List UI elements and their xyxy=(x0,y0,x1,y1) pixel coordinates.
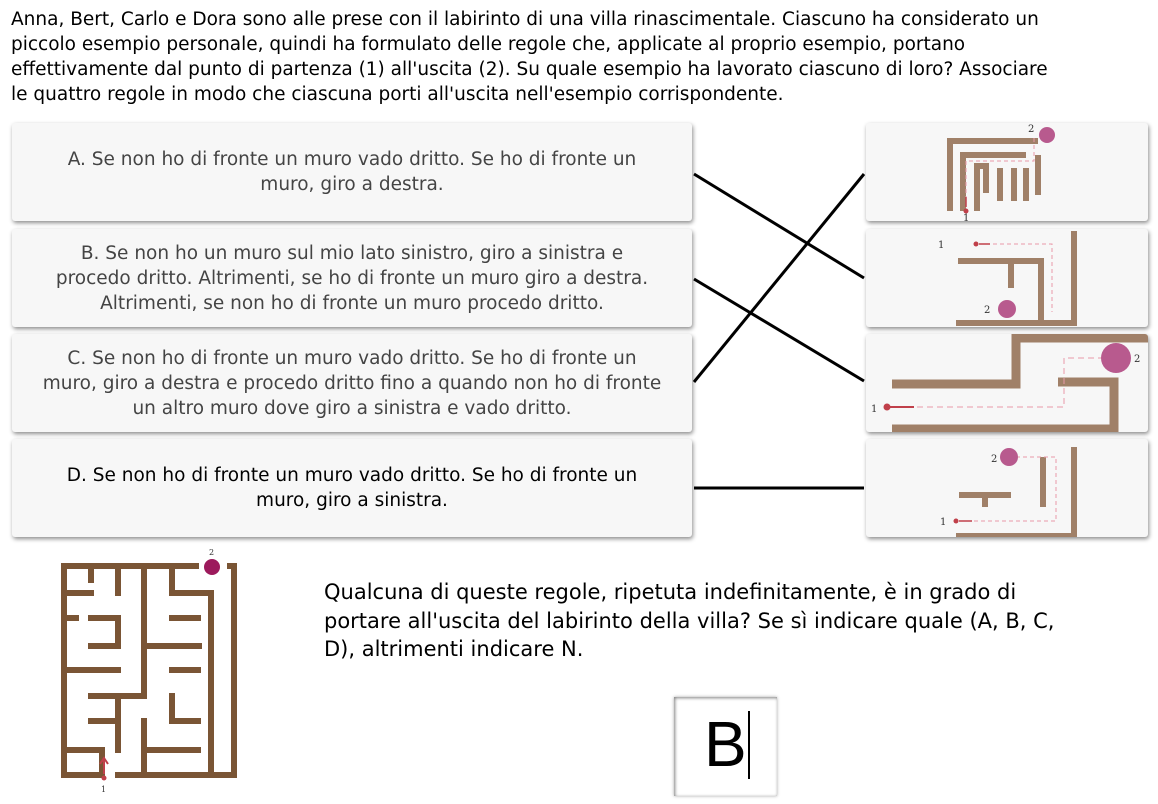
rule-text: muro, giro a sinistra. xyxy=(256,490,448,511)
rule-text: procedo dritto. Altrimenti, se ho di fro… xyxy=(55,267,649,289)
maze-example-3: 1 2 xyxy=(871,334,1148,432)
exit-label: 2 xyxy=(984,305,990,316)
exit-marker xyxy=(1000,448,1018,466)
start-label: 1 xyxy=(938,240,944,251)
answer-input[interactable]: B xyxy=(674,697,777,796)
rule-text: B. Se non ho un muro sul mio lato sinist… xyxy=(80,242,624,264)
exit-label: 2 xyxy=(991,454,997,465)
exit-label: 2 xyxy=(1134,354,1140,365)
intro-line: Anna, Bert, Carlo e Dora sono alle prese… xyxy=(11,9,1039,30)
start-label: 1 xyxy=(871,404,877,415)
connection-line xyxy=(693,277,865,383)
maze-example-4: 2 1 xyxy=(940,447,1077,537)
rule-text: C. Se non ho di fronte un muro vado drit… xyxy=(67,347,637,369)
exit-marker xyxy=(1039,127,1055,143)
rule-card-d[interactable]: D. Se non ho di fronte un muro vado drit… xyxy=(12,439,692,537)
question-line: D), altrimenti indicare N. xyxy=(324,637,584,661)
rule-text: Altrimenti, se non ho di fronte un muro … xyxy=(100,292,604,314)
rule-card-a[interactable]: A. Se non ho di fronte un muro vado drit… xyxy=(12,123,692,221)
answer-value: B xyxy=(704,708,747,780)
villa-labyrinth: 2 1 xyxy=(61,548,237,794)
start-label: 1 xyxy=(940,517,946,528)
rule-card-c[interactable]: C. Se non ho di fronte un muro vado drit… xyxy=(12,334,692,432)
connection-line xyxy=(693,172,865,280)
connection-line xyxy=(692,173,866,383)
question-line: portare all'uscita del labirinto della v… xyxy=(324,608,1055,633)
maze-example-2: 1 2 xyxy=(938,231,1077,326)
start-label: 1 xyxy=(963,213,969,221)
maze-card-1[interactable]: 2 1 xyxy=(866,123,1148,221)
exit-marker xyxy=(998,300,1016,318)
maze-card-4[interactable]: 2 1 xyxy=(866,439,1148,537)
maze-card-3[interactable]: 1 2 xyxy=(866,334,1148,432)
exit-label: 2 xyxy=(209,548,214,557)
rule-text: D. Se non ho di fronte un muro vado drit… xyxy=(66,465,638,486)
intro-line: le quattro regole in modo che ciascuna p… xyxy=(11,84,784,105)
exit-label: 2 xyxy=(1028,124,1034,135)
intro-text: Anna, Bert, Carlo e Dora sono alle prese… xyxy=(11,7,1151,107)
intro-line: piccolo esempio personale, quindi ha for… xyxy=(11,34,966,55)
rule-text: A. Se non ho di fronte un muro vado drit… xyxy=(67,149,637,170)
question-text: Qualcuna di queste regole, ripetuta inde… xyxy=(324,578,1144,664)
rule-text: un altro muro dove giro a sinistra e vad… xyxy=(132,397,572,419)
rule-text: muro, giro a destra. xyxy=(260,174,444,195)
rule-card-b[interactable]: B. Se non ho un muro sul mio lato sinist… xyxy=(12,229,692,327)
exit-marker xyxy=(1101,343,1131,373)
text-caret xyxy=(748,711,750,779)
intro-line: effettivamente dal punto di partenza (1)… xyxy=(11,59,1048,80)
rule-text: muro, giro a destra e procedo dritto fin… xyxy=(42,372,662,394)
villa-exit-marker xyxy=(204,559,220,575)
question-line: Qualcuna di queste regole, ripetuta inde… xyxy=(324,580,1017,604)
maze-example-1: 2 1 xyxy=(947,124,1055,221)
maze-card-2[interactable]: 1 2 xyxy=(866,229,1148,327)
start-label: 1 xyxy=(101,785,106,794)
